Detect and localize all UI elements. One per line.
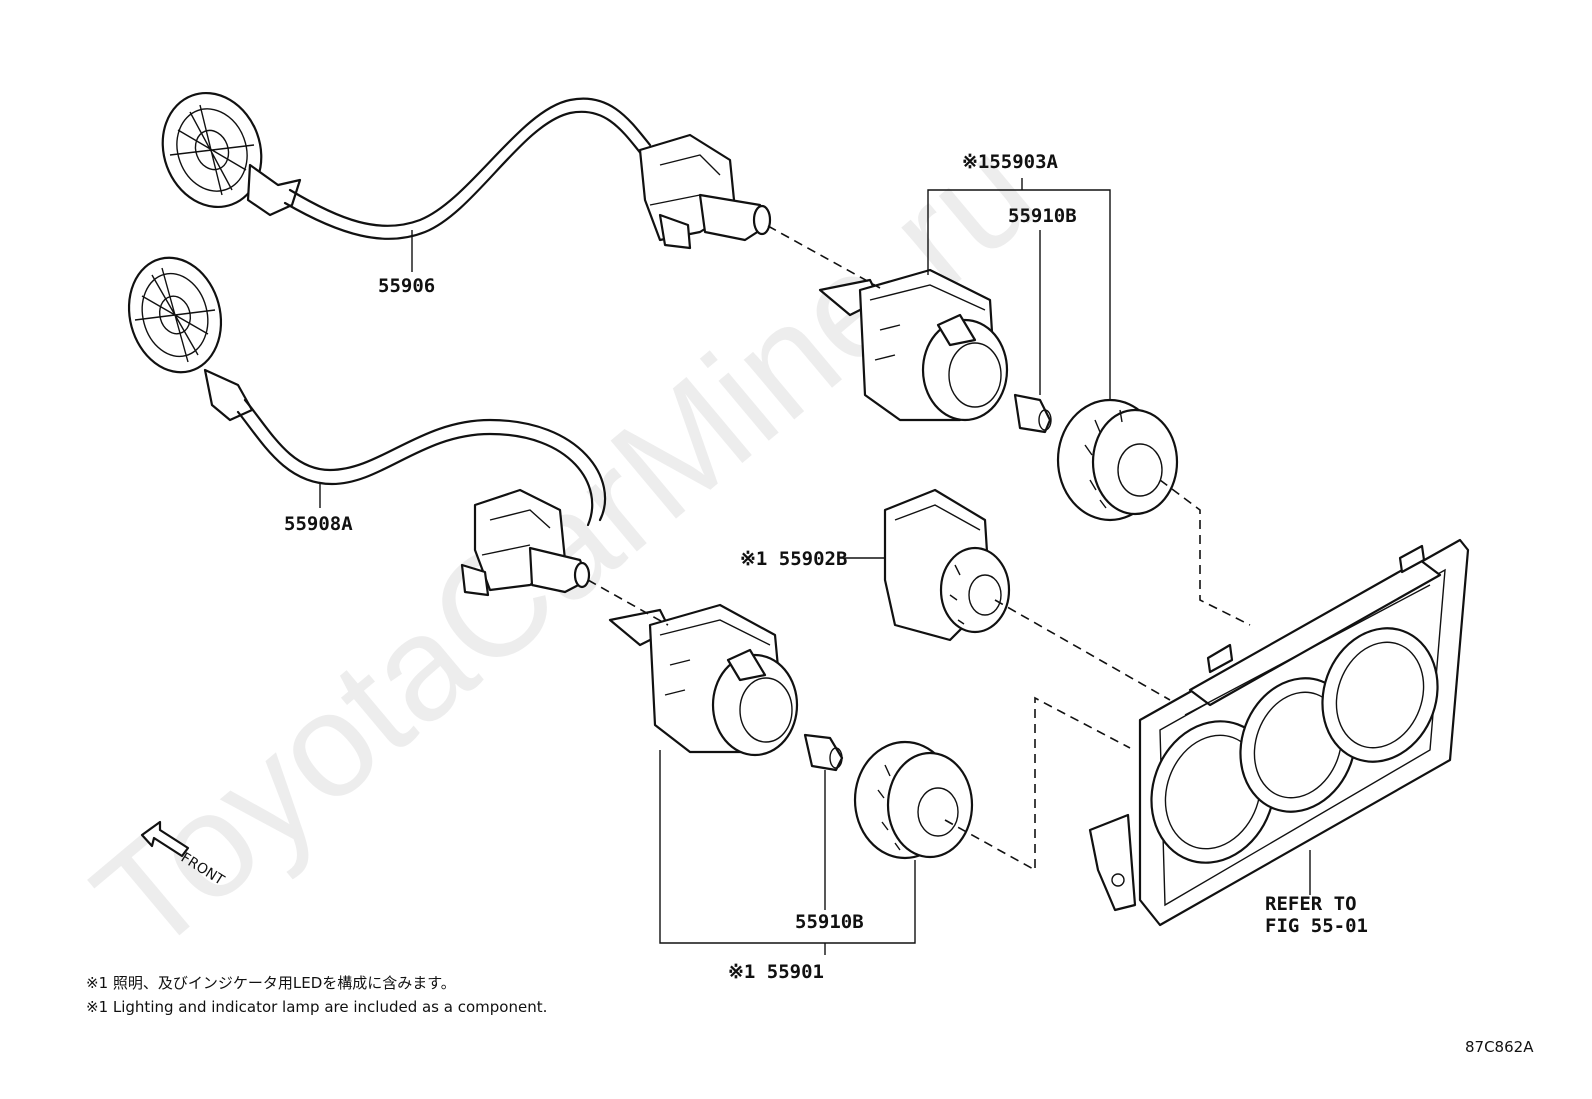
part-label-55908A: 55908A	[284, 513, 353, 535]
switch-55903A	[818, 268, 1179, 522]
part-label-55906: 55906	[378, 275, 435, 297]
control-panel	[1088, 538, 1470, 927]
part-label-55910B-top: 55910B	[1008, 205, 1077, 227]
part-label-55901: ※1 55901	[728, 961, 824, 983]
note-english: ※1 Lighting and indicator lamp are inclu…	[86, 998, 547, 1016]
refer-text-line2: FIG 55-01	[1265, 915, 1368, 937]
assembly-lines	[587, 225, 1251, 872]
diagram-code: 87C862A	[1465, 1038, 1534, 1056]
switch-55902B	[883, 488, 1011, 642]
harness-55908A	[127, 256, 606, 597]
refer-text-line1: REFER TO	[1265, 893, 1357, 915]
part-label-55910B-bottom: 55910B	[795, 911, 864, 933]
note-japanese: ※1 照明、及びインジケータ用LEDを構成に含みます。	[86, 974, 456, 992]
front-arrow-icon	[140, 820, 190, 858]
harness-55906	[161, 91, 772, 250]
part-label-55902B: ※1 55902B	[740, 548, 847, 570]
part-label-55903A: ※155903A	[962, 151, 1059, 173]
switch-55901	[608, 603, 974, 860]
